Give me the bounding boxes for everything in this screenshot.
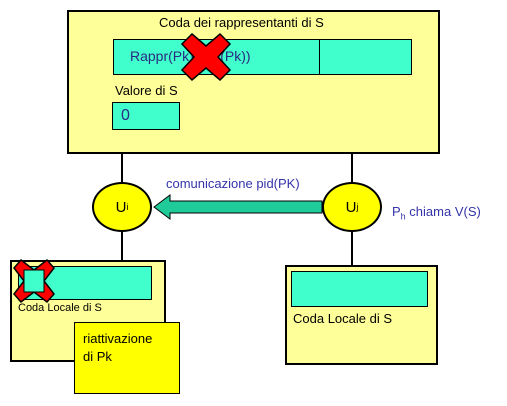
link-right-bottom — [351, 231, 353, 265]
call-label-prefix: P — [392, 204, 401, 219]
call-label-rest: chiama V(S) — [405, 204, 481, 219]
rappresentanti-queue-bar: Rappr(Pk), pid(Pk)) — [113, 39, 412, 75]
node-ui-label: U — [115, 198, 127, 216]
link-left-bottom — [121, 231, 123, 261]
call-label: Ph chiama V(S) — [392, 204, 481, 222]
rappresentanti-queue-box: Coda dei rappresentanti di S Rappr(Pk), … — [67, 10, 440, 154]
node-ui-subscript: i — [126, 202, 129, 212]
semaphore-value-box: 0 — [112, 102, 180, 130]
right-local-queue-box: Coda Locale di S — [285, 265, 438, 365]
rappresentanti-queue-title: Coda dei rappresentanti di S — [159, 15, 324, 30]
link-right-top — [351, 154, 353, 182]
reactivation-note: riattivazione di Pk — [74, 322, 180, 394]
removed-cross-icon — [180, 32, 232, 82]
reactivation-note-line2: di Pk — [83, 349, 112, 364]
link-left-top — [121, 154, 123, 182]
message-arrow — [153, 194, 323, 220]
node-uj-label: U — [345, 198, 357, 216]
left-removed-cross-icon — [13, 258, 55, 304]
reactivation-note-line1: riattivazione — [83, 331, 153, 346]
message-label: comunicazione pid(PK) — [166, 176, 300, 191]
call-label-subscript: h — [400, 211, 406, 222]
right-local-queue-bar — [291, 271, 428, 307]
left-local-queue-label: Coda Locale di S — [18, 302, 102, 314]
value-label: Valore di S — [115, 83, 178, 98]
queue-divider — [319, 40, 320, 74]
right-local-queue-label: Coda Locale di S — [293, 311, 393, 326]
node-uj-subscript: j — [356, 202, 359, 212]
semaphore-value: 0 — [121, 107, 130, 124]
